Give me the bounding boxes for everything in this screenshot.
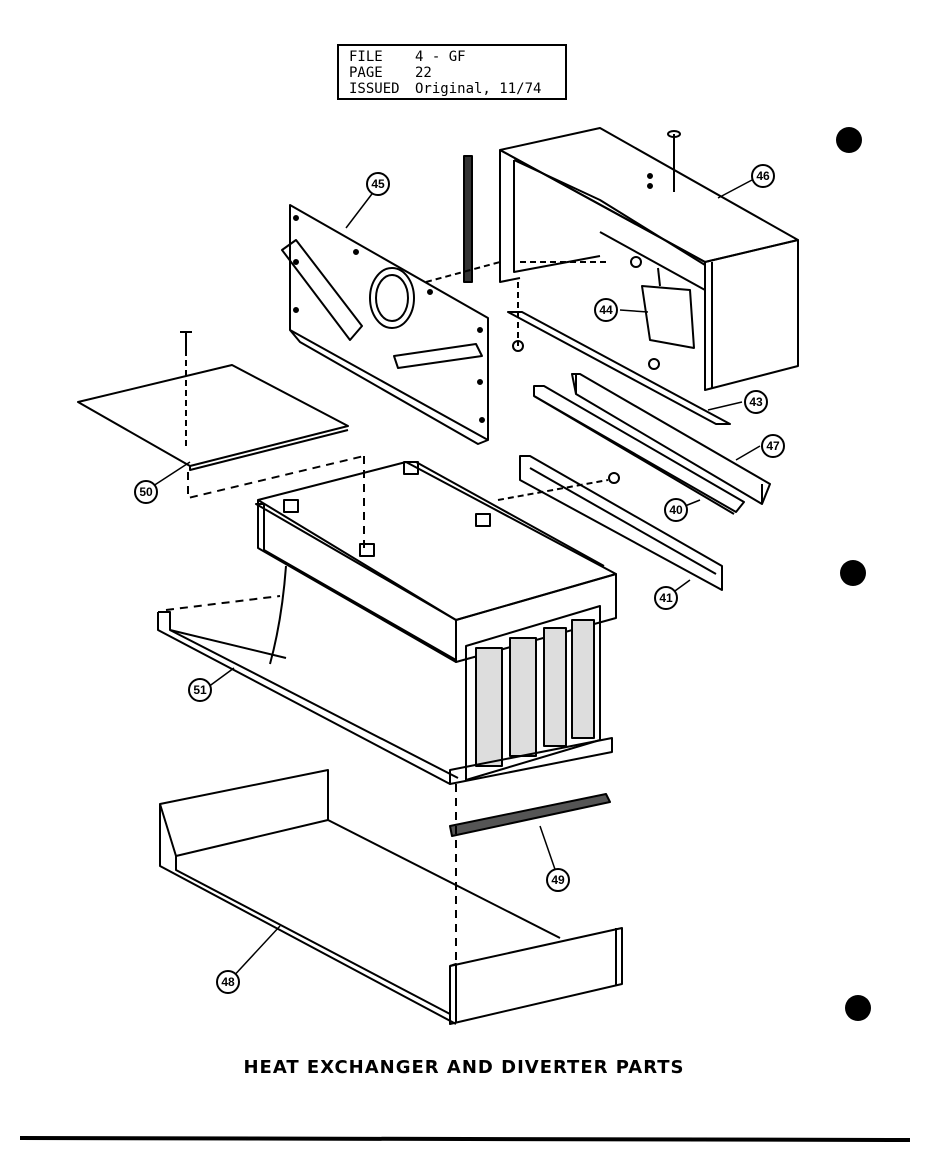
svg-text:44: 44 — [599, 303, 613, 317]
binder-hole-top — [836, 127, 862, 153]
heat-exchanger-assembly — [255, 461, 617, 785]
callout-49: 49 — [546, 868, 570, 892]
svg-text:47: 47 — [766, 439, 780, 453]
page-row: PAGE 22 — [349, 66, 432, 80]
callout-51: 51 — [188, 678, 212, 702]
callout-48: 48 — [216, 970, 240, 994]
callout-44: 44 — [594, 298, 618, 322]
part-41-channel — [519, 455, 723, 591]
screws — [180, 130, 681, 484]
file-row: FILE 4 - GF — [349, 50, 466, 64]
callout-41: 41 — [654, 586, 678, 610]
svg-text:48: 48 — [221, 975, 235, 989]
diagram-caption: HEAT EXCHANGER AND DIVERTER PARTS — [243, 1057, 685, 1078]
svg-text:51: 51 — [193, 683, 207, 697]
part-47-channel — [571, 373, 771, 505]
page-bottom-edge — [19, 1136, 911, 1142]
issued-value: Original, 11/74 — [415, 81, 542, 97]
file-value: 4 - GF — [415, 49, 466, 65]
page-label: PAGE — [349, 65, 383, 81]
part-48-base-pan — [159, 769, 623, 1025]
svg-text:50: 50 — [139, 485, 153, 499]
binder-hole-middle — [840, 560, 866, 586]
callout-40: 40 — [664, 498, 688, 522]
part-43-strip — [507, 311, 731, 425]
callouts: 45 46 44 43 47 40 41 50 — [134, 164, 785, 994]
svg-text:46: 46 — [756, 169, 770, 183]
svg-text:45: 45 — [371, 177, 385, 191]
issued-label: ISSUED — [349, 81, 400, 97]
callout-43: 43 — [744, 390, 768, 414]
file-label: FILE — [349, 49, 383, 65]
file-info-box: FILE 4 - GF PAGE 22 ISSUED Original, 11/74 — [337, 44, 567, 100]
page-value: 22 — [415, 65, 432, 81]
callout-47: 47 — [761, 434, 785, 458]
binder-hole-bottom — [845, 995, 871, 1021]
svg-text:43: 43 — [749, 395, 763, 409]
part-49-strip — [449, 784, 611, 1000]
svg-text:41: 41 — [659, 591, 673, 605]
part-46-cabinet — [499, 127, 799, 391]
part-50-cover-plate — [77, 340, 365, 548]
svg-text:40: 40 — [669, 503, 683, 517]
callout-45: 45 — [366, 172, 390, 196]
callout-50: 50 — [134, 480, 158, 504]
part-40-channel — [533, 385, 745, 515]
issued-row: ISSUED Original, 11/74 — [349, 82, 541, 96]
part-51-tray — [157, 595, 459, 785]
svg-text:49: 49 — [551, 873, 565, 887]
gasket-strip — [463, 155, 473, 283]
part-44-bracket — [641, 267, 695, 349]
part-45-diverter-panel — [281, 204, 489, 445]
callout-46: 46 — [751, 164, 775, 188]
